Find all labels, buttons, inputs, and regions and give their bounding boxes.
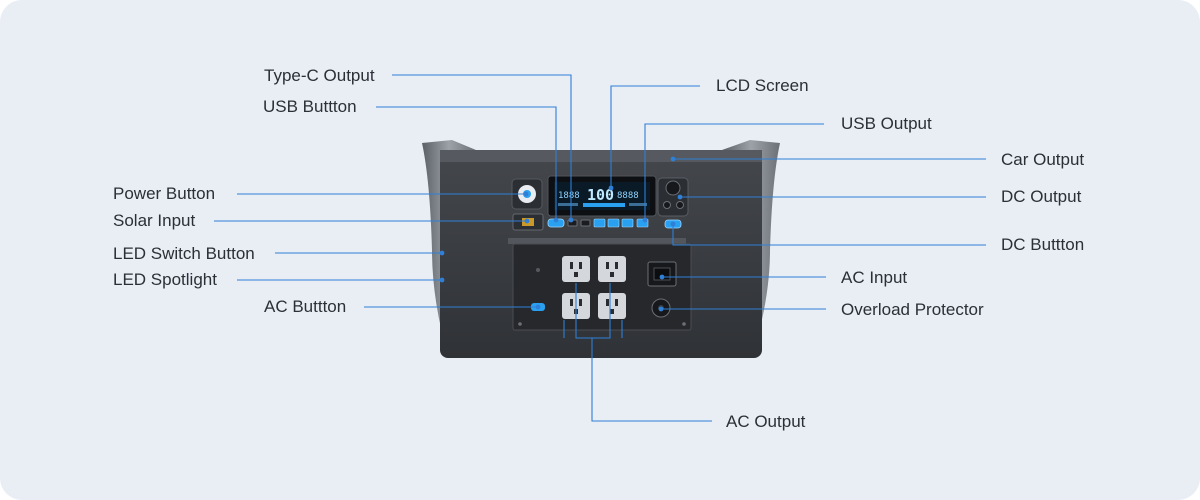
- ac-outlets: [562, 256, 626, 319]
- label-usb-button: USB Buttton: [263, 97, 357, 116]
- label-led-switch-button: LED Switch Button: [113, 244, 255, 263]
- label-ac-button: AC Buttton: [264, 297, 347, 316]
- leader-dots: [439, 156, 683, 312]
- label-lcd-screen: LCD Screen: [716, 76, 809, 95]
- label-dc-button: DC Buttton: [1001, 235, 1085, 254]
- car-outlet-icon: [665, 180, 681, 196]
- label-car-output: Car Output: [1001, 150, 1085, 169]
- lcd-left-readout: 1888: [558, 191, 580, 201]
- label-solar-input: Solar Input: [113, 211, 196, 230]
- power-station-device: 1888 100 8888: [422, 140, 780, 358]
- label-dc-output: DC Output: [1001, 187, 1082, 206]
- leader-lines: [214, 74, 986, 422]
- lcd-main-readout: 100: [587, 186, 614, 204]
- label-usb-output: USB Output: [841, 114, 932, 133]
- label-overload-protector: Overload Protector: [841, 300, 984, 319]
- label-ac-input: AC Input: [841, 268, 908, 287]
- usb-port-row: [547, 218, 649, 228]
- lcd-right-readout: 8888: [617, 191, 639, 201]
- label-ac-output: AC Output: [726, 412, 806, 431]
- label-power-button: Power Button: [113, 184, 216, 203]
- label-type-c-output: Type-C Output: [264, 66, 375, 85]
- label-led-spotlight: LED Spotlight: [113, 270, 217, 289]
